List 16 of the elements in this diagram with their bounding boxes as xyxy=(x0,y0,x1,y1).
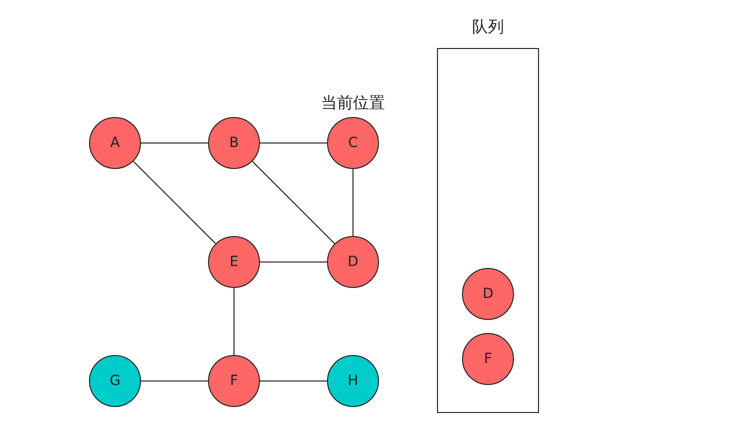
connector-line xyxy=(252,160,336,244)
connector-line xyxy=(260,142,328,144)
connector-line xyxy=(352,168,354,236)
node-caption: 当前位置 xyxy=(321,93,385,114)
graph-node-circle: D xyxy=(327,236,379,288)
graph-node-circle: G xyxy=(89,355,141,407)
queue-heading: 队列 xyxy=(472,17,504,38)
graph-node-circle: E xyxy=(208,236,260,288)
connector-line xyxy=(260,380,328,382)
connector-line xyxy=(140,142,208,144)
graph-node-circle: A xyxy=(89,117,141,169)
connector-line xyxy=(132,160,216,244)
graph-node-circle: H xyxy=(327,355,379,407)
connector-line xyxy=(140,380,208,382)
graph-node-circle: B xyxy=(208,117,260,169)
graph-node-circle: F xyxy=(208,355,260,407)
